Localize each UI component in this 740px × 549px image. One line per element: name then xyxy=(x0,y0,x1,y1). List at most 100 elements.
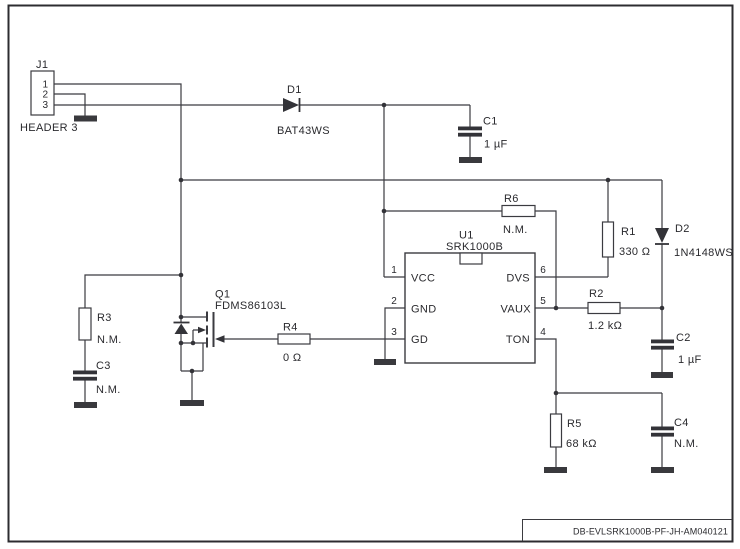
r6-body xyxy=(501,204,536,218)
r3-body xyxy=(78,307,92,341)
wire-j1-pin2-gnd xyxy=(54,93,86,116)
ground-c1-icon xyxy=(459,157,482,163)
r2-refdes: R2 xyxy=(589,288,604,300)
d2-anode-triangle xyxy=(655,228,669,243)
u1-pin-name-gd: GD xyxy=(411,334,428,346)
u1-pin-number-6: 6 xyxy=(540,265,546,276)
d2-value: 1N4148WS xyxy=(674,247,733,259)
u1-pin-number-4: 4 xyxy=(540,327,546,338)
u1-pin-number-1: 1 xyxy=(391,265,397,276)
ground-c2-icon xyxy=(651,372,673,378)
d1-anode-triangle xyxy=(283,98,299,112)
ground-j1-icon xyxy=(74,115,97,122)
r1-value: 330 Ω xyxy=(619,246,650,258)
component-q1: Q1 FDMS86103L xyxy=(173,289,286,400)
r6-refdes: R6 xyxy=(504,193,519,205)
u1-pin-name-vaux: VAUX xyxy=(500,304,531,316)
component-r1: R1 330 Ω xyxy=(601,221,650,258)
title-block: DB-EVLSRK1000B-PF-JH-AM040121 xyxy=(522,519,732,541)
c2-value: 1 µF xyxy=(678,354,702,366)
ground-q1-icon xyxy=(180,400,204,406)
j1-body xyxy=(30,70,55,116)
wire-r6 xyxy=(384,210,557,308)
u1-pin-number-2: 2 xyxy=(391,296,397,307)
junction-dots xyxy=(178,102,665,396)
ground-r5-icon xyxy=(544,467,567,473)
wire-u1-gnd xyxy=(384,307,405,359)
c2-plate-top xyxy=(651,339,674,344)
r6-value: N.M. xyxy=(503,224,528,236)
ground-c4-icon xyxy=(651,467,674,473)
r4-refdes: R4 xyxy=(283,322,298,334)
component-u1: U1 SRK1000B VCC GND GD DVS VAUX TON 1 2 … xyxy=(391,230,546,364)
c1-refdes: C1 xyxy=(483,116,498,128)
d1-value: BAT43WS xyxy=(277,125,330,137)
d2-refdes: D2 xyxy=(675,223,690,235)
component-c3: C3 N.M. xyxy=(73,360,121,396)
j1-pin3-number: 3 xyxy=(42,100,48,111)
sheet-border xyxy=(7,4,734,543)
component-r6: R6 N.M. xyxy=(501,193,536,236)
title-block-border xyxy=(522,519,732,541)
r4-body xyxy=(277,333,311,345)
drawing-code: DB-EVLSRK1000B-PF-JH-AM040121 xyxy=(573,527,728,537)
component-d2: D2 1N4148WS xyxy=(655,223,733,259)
wire-vcc xyxy=(383,105,405,278)
wire-ton-r5-c4 xyxy=(535,338,663,467)
q1-gate-arrow xyxy=(215,335,225,343)
r3-value: N.M. xyxy=(97,334,122,346)
wire-r3-c3 xyxy=(84,274,181,402)
u1-refdes: U1 xyxy=(459,230,474,242)
j1-value: HEADER 3 xyxy=(20,122,78,134)
r2-body xyxy=(587,301,621,315)
c2-refdes: C2 xyxy=(676,332,691,344)
u1-pin-name-dvs: DVS xyxy=(506,273,530,285)
wires xyxy=(54,83,663,467)
c3-value: N.M. xyxy=(96,384,121,396)
component-r4: R4 0 Ω xyxy=(277,322,311,364)
component-r5: R5 68 kΩ xyxy=(549,413,597,450)
c1-plate-top xyxy=(458,126,482,131)
ground-u1-icon xyxy=(374,359,396,365)
q1-value: FDMS86103L xyxy=(215,300,286,312)
u1-pin1-notch xyxy=(459,252,483,265)
j1-pin1-number: 1 xyxy=(42,80,48,91)
c2-plate-bottom xyxy=(651,345,674,350)
q1-body-diode-triangle xyxy=(174,323,188,334)
r1-body xyxy=(601,221,615,258)
r5-value: 68 kΩ xyxy=(566,438,597,450)
component-j1: J1 1 2 3 HEADER 3 xyxy=(20,59,78,134)
q1-refdes: Q1 xyxy=(215,289,230,301)
u1-pin-name-ton: TON xyxy=(506,334,530,346)
component-r2: R2 1.2 kΩ xyxy=(587,288,622,332)
component-c4: C4 N.M. xyxy=(651,417,698,450)
q1-source-arrow xyxy=(198,326,206,334)
c1-value: 1 µF xyxy=(484,139,508,151)
r5-body xyxy=(549,413,563,448)
c1-plate-bottom xyxy=(458,132,482,137)
component-r3: R3 N.M. xyxy=(78,307,122,346)
wire-r1-dvs xyxy=(535,180,609,278)
c3-refdes: C3 xyxy=(96,360,111,372)
j1-refdes: J1 xyxy=(36,59,48,71)
j1-pin2-number: 2 xyxy=(42,90,48,101)
r5-refdes: R5 xyxy=(567,418,582,430)
ground-c3-icon xyxy=(74,402,97,408)
c4-plate-bottom xyxy=(651,432,674,437)
d1-refdes: D1 xyxy=(287,84,302,96)
u1-pin-number-3: 3 xyxy=(391,327,397,338)
component-d1: D1 BAT43WS xyxy=(277,84,330,137)
u1-body xyxy=(404,252,536,364)
r1-refdes: R1 xyxy=(621,226,636,238)
component-c2: C2 1 µF xyxy=(651,332,702,366)
wire-j1-pin1-rail xyxy=(54,83,182,317)
r4-value: 0 Ω xyxy=(283,352,301,364)
c3-plate-top xyxy=(73,370,97,375)
u1-value: SRK1000B xyxy=(446,241,503,253)
ground-symbols xyxy=(74,115,674,473)
component-c1: C1 1 µF xyxy=(458,116,508,151)
wire-j1-pin3-d1-c1 xyxy=(54,104,471,157)
c3-plate-bottom xyxy=(73,376,97,381)
